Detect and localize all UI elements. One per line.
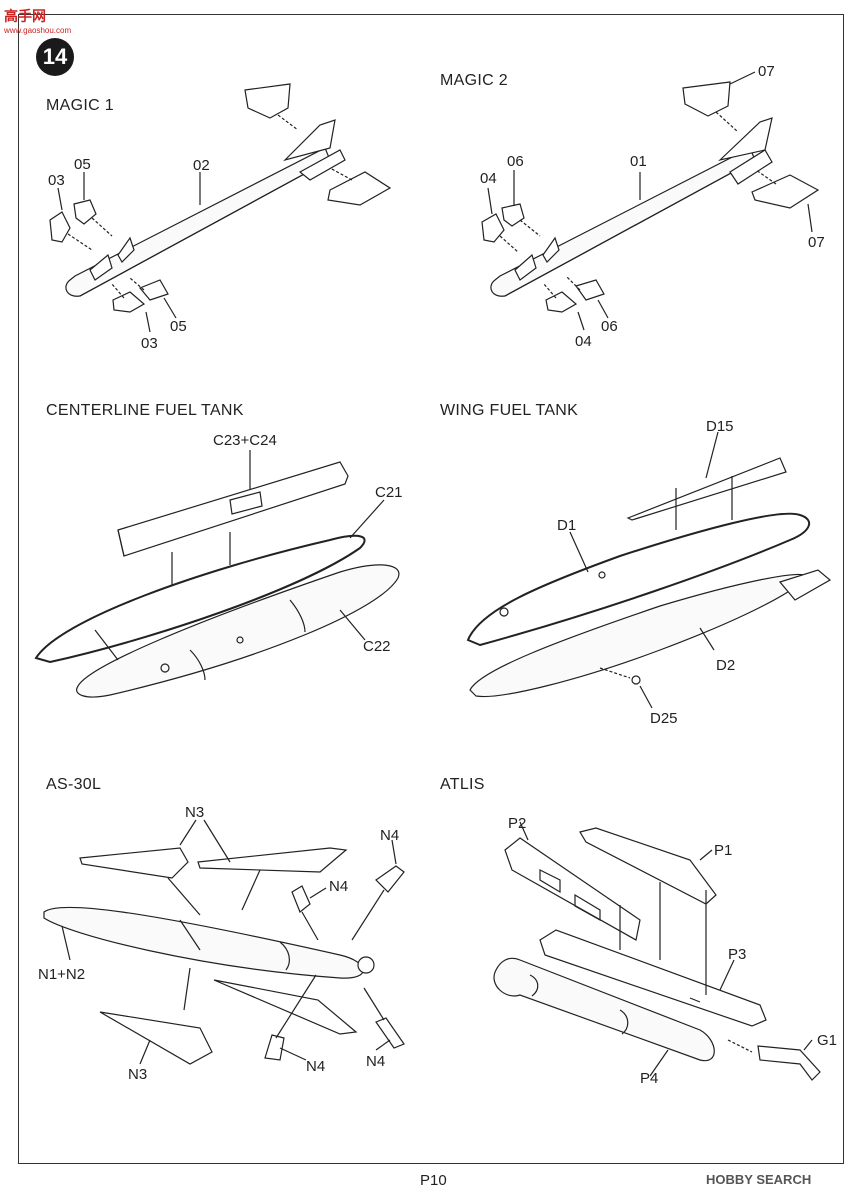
atlis-title: ATLIS	[440, 776, 485, 793]
watermark-title: 高手网	[4, 8, 46, 24]
magic2-title: MAGIC 2	[440, 72, 508, 89]
magic1-missile-drawing	[49, 83, 392, 333]
watermark-url: www.gaoshou.com	[4, 26, 72, 35]
part-label: 03	[141, 335, 158, 352]
part-label: P3	[728, 946, 747, 963]
part-label: 01	[630, 153, 647, 170]
part-label: D2	[716, 657, 736, 674]
part-label: N4	[380, 827, 400, 844]
part-label: N4	[366, 1053, 386, 1070]
part-label: D25	[650, 710, 678, 727]
part-label: P4	[640, 1070, 659, 1087]
part-label: 07	[758, 63, 775, 80]
part-label: N3	[128, 1066, 148, 1083]
part-label: N4	[306, 1058, 326, 1075]
part-label: 06	[507, 153, 524, 170]
part-label: D15	[706, 418, 734, 435]
part-label: 02	[193, 157, 210, 174]
page-number: P10	[420, 1172, 447, 1189]
as30l-missile-drawing	[43, 819, 405, 1065]
part-label: D1	[557, 517, 577, 534]
centerline-title: CENTERLINE FUEL TANK	[46, 402, 244, 419]
as30l-title: AS-30L	[46, 776, 102, 793]
watermark-top: 高手网 www.gaoshou.com	[4, 6, 71, 35]
magic1-title: MAGIC 1	[46, 97, 114, 114]
step-number-badge: 14	[36, 38, 74, 76]
part-label: G1	[817, 1032, 838, 1049]
part-label: 05	[74, 156, 91, 173]
part-label: P1	[714, 842, 733, 859]
part-label: 06	[601, 318, 618, 335]
part-label: C23+C24	[213, 432, 277, 449]
part-label: N4	[329, 878, 349, 895]
centerline-tank-drawing	[34, 450, 400, 698]
part-label: 04	[480, 170, 497, 187]
part-label: P2	[508, 815, 527, 832]
magic2-missile-drawing	[481, 71, 820, 331]
page-frame	[18, 14, 844, 1164]
part-label: N3	[185, 804, 205, 821]
part-label: 04	[575, 333, 592, 350]
wing-tank-drawing	[466, 431, 832, 709]
atlis-pod-drawing	[493, 821, 821, 1081]
part-label: 05	[170, 318, 187, 335]
part-label: C22	[363, 638, 391, 655]
part-label: N1+N2	[38, 966, 86, 983]
part-label: 03	[48, 172, 65, 189]
wing-title: WING FUEL TANK	[440, 402, 579, 419]
part-label: 07	[808, 234, 825, 251]
part-label: C21	[375, 484, 403, 501]
watermark-bottom: HOBBY SEARCH	[706, 1172, 812, 1187]
